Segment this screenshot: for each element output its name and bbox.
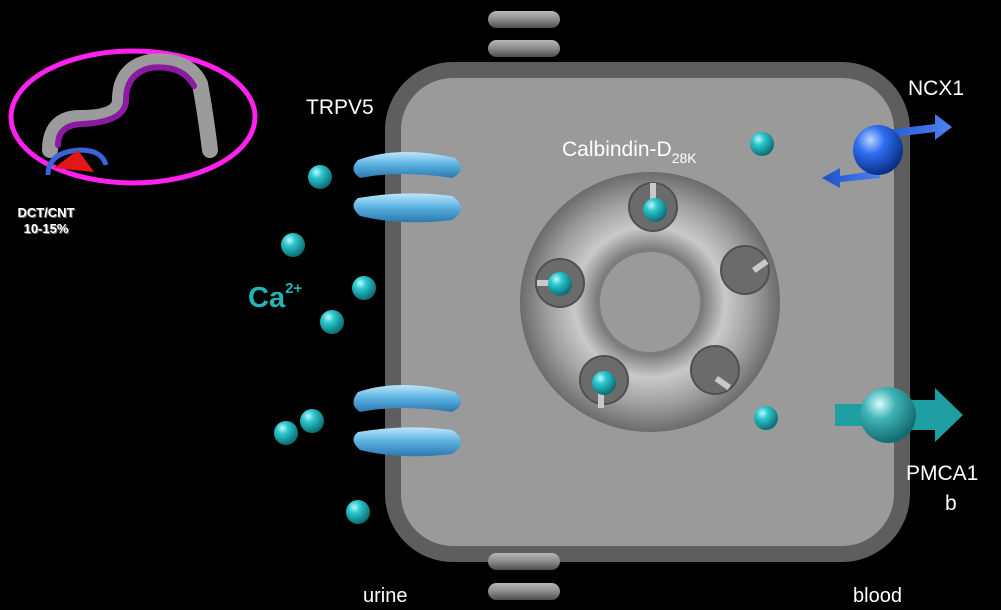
ncx1-label: NCX1	[908, 77, 965, 100]
trpv5-label: TRPV5	[306, 96, 374, 119]
tight-junction-icon	[488, 583, 560, 600]
pmca-label-line1: PMCA1	[906, 462, 979, 485]
tight-junction-icon	[488, 40, 560, 57]
pmca-label-line2: b	[945, 492, 957, 515]
calcium-ion-icon	[352, 276, 376, 300]
calbindin-subscript: 28K	[671, 150, 697, 166]
calcium-ion-icon	[308, 165, 332, 189]
segment-name: DCT/CNT	[17, 205, 75, 220]
trpv5-channel-icon	[353, 385, 461, 412]
blood-label: blood	[853, 585, 902, 607]
tight-junction-bottom	[488, 553, 560, 600]
trpv5-channel-top	[353, 151, 461, 223]
urine-label: urine	[363, 585, 408, 607]
pmca-pump-icon	[835, 387, 963, 443]
calbindin-ring-icon	[520, 172, 780, 432]
tight-junction-top	[488, 11, 560, 57]
calcium-ion-icon	[300, 409, 324, 433]
calcium-charge: 2+	[285, 280, 303, 297]
calcium-ion-icon	[643, 198, 667, 222]
tight-junction-icon	[488, 11, 560, 28]
calcium-ion-icon	[346, 500, 370, 524]
segment-percent: 10-15%	[23, 221, 69, 236]
calcium-ion-icon	[754, 406, 778, 430]
trpv5-channel-bottom	[353, 385, 461, 457]
calbindin-main: Calbindin-D	[562, 138, 672, 161]
trpv5-channel-icon	[353, 193, 461, 223]
calcium-ion-icon	[548, 272, 572, 296]
calbindin-label: Calbindin-D28K	[562, 138, 697, 166]
binding-pocket	[690, 345, 740, 395]
calcium-ions	[274, 132, 778, 524]
trpv5-channel-icon	[353, 427, 461, 457]
calcium-ion-icon	[281, 233, 305, 257]
segment-label: DCT/CNT 10-15%	[6, 205, 86, 237]
trpv5-channel-icon	[353, 151, 461, 178]
tight-junction-icon	[488, 553, 560, 570]
nephron-inset-icon	[8, 48, 258, 186]
ncx1-exchanger-icon	[822, 114, 952, 188]
calcium-ion-icon	[274, 421, 298, 445]
calcium-ion-icon	[320, 310, 344, 334]
calcium-ion-icon	[592, 371, 616, 395]
calcium-ion-label: Ca2+	[248, 280, 303, 315]
calcium-ion-icon	[750, 132, 774, 156]
calcium-symbol: Ca	[248, 282, 286, 314]
binding-pocket	[720, 245, 770, 295]
